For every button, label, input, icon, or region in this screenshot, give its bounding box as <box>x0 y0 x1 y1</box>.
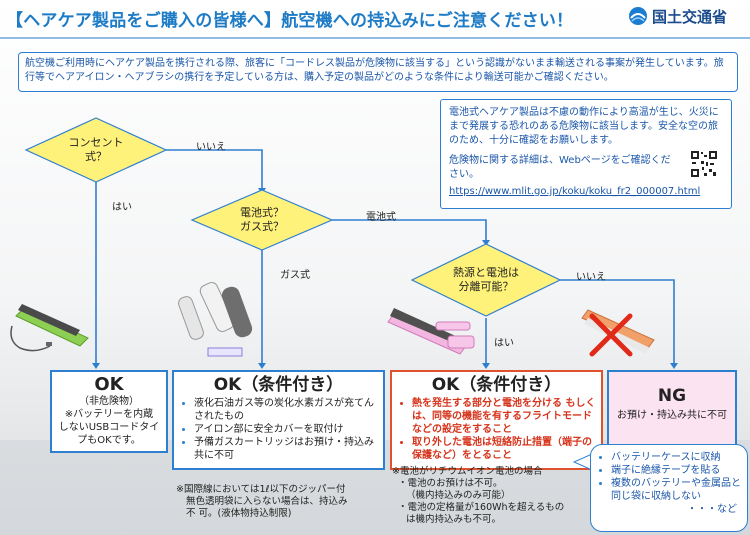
warning-link-text: 危険物に関する詳細は、Webページをご確認ください。 <box>449 155 671 180</box>
callout-item: バッテリーケースに収納 <box>611 451 743 464</box>
question-3-line2: 分離可能？ <box>458 280 514 293</box>
edge-q2-battery: 電池式 <box>366 212 396 223</box>
question-2-line1: 電池式？ <box>240 206 284 219</box>
battery-footnote-line: ・電池の定格量が160Whを超えるもの <box>398 502 565 513</box>
result-ok2-item: 液化石油ガス等の炭化水素ガスが充てんされたもの <box>194 397 379 423</box>
edge-q3-yes: はい <box>494 338 514 349</box>
gas-footnote-line: 不 可。(液体物持込制限) <box>186 508 292 519</box>
decision-diamond-q2 <box>190 189 334 251</box>
edge-q3-no: いいえ <box>576 272 606 283</box>
question-1-line1: コンセント <box>68 136 124 149</box>
question-3-line1: 熱源と電池は <box>453 266 519 279</box>
result-ok-non-dangerous: OK （非危険物） ※バッテリーを内蔵 しないUSBコードタイ プもOKです。 <box>50 370 168 453</box>
gas-footnote-line: ※国際線においては1ℓ以下のジッパー付 <box>176 484 346 495</box>
result-ok1-title: OK <box>94 374 124 395</box>
question-2: 電池式？ ガス式？ <box>222 206 302 234</box>
result-ok3-item: 熱を発生する部分と電池を分ける もしくは、同等の機能を有するフライトモードなどの… <box>412 397 597 436</box>
result-ok-conditional-gas: OK（条件付き） 液化石油ガス等の炭化水素ガスが充てんされたもの アイロン部に安… <box>172 370 385 470</box>
result-ok1-subtitle: （非危険物） <box>79 396 139 407</box>
edge-q2-gas: ガス式 <box>280 270 310 281</box>
result-ok2-item: アイロン部に安全カバーを取付け <box>194 423 379 436</box>
gas-footnote-line: 無色透明袋に入らない場合は、持込み <box>186 496 348 507</box>
result-ok2-item: 予備ガスカートリッジはお預け・持込み共に不可 <box>194 436 379 462</box>
warning-box: 電池式ヘアケア製品は不慮の動作により高温が生じ、火災にまで発展する恐れのある危険… <box>440 99 732 209</box>
intro-text: 航空機ご利用時にヘアケア製品を携行される際、旅客に「コードレス製品が危険物に該当… <box>25 58 724 83</box>
short-circuit-examples-callout: バッテリーケースに収納 端子に絶縁テープを貼る 複数のバッテリーや金属品と同じ袋… <box>590 444 748 532</box>
question-3: 熱源と電池は 分離可能？ <box>440 266 532 294</box>
ministry-logo-icon <box>629 7 647 25</box>
battery-footnote-line: （機内持込みのみ可能） <box>406 490 511 501</box>
result-ok-conditional-battery: OK（条件付き） 熱を発生する部分と電池を分ける もしくは、同等の機能を有するフ… <box>390 370 603 470</box>
gas-footnote: ※国際線においては1ℓ以下のジッパー付 無色透明袋に入らない場合は、持込み 不 … <box>176 484 386 520</box>
question-2-line2: ガス式？ <box>240 220 284 233</box>
result-ok1-note-3: プもOKです。 <box>77 435 141 446</box>
warning-url-link[interactable]: https://www.mlit.go.jp/koku/koku_fr2_000… <box>449 186 701 197</box>
battery-footnote-line: ※電池がリチウムイオン電池の場合 <box>392 466 543 477</box>
result-ng: NG お預け・持込み共に不可 <box>607 370 737 453</box>
question-1-line2: 式？ <box>85 150 107 163</box>
result-ok3-title: OK（条件付き） <box>431 375 562 395</box>
callout-item: 複数のバッテリーや金属品と同じ袋に収納しない <box>611 477 743 503</box>
ministry-name: 国土交通省 <box>652 8 728 26</box>
result-ok2-title: OK（条件付き） <box>213 375 344 395</box>
result-ng-title: NG <box>657 386 687 406</box>
battery-footnote-line: は機内持込みも不可。 <box>406 514 502 525</box>
warning-text: 電池式ヘアケア製品は不慮の動作により高温が生じ、火災にまで発展する恐れのある危険… <box>449 107 719 146</box>
question-1: コンセント 式？ <box>56 136 136 164</box>
edge-q1-yes: はい <box>112 202 132 213</box>
result-ng-subtitle: お預け・持込み共に不可 <box>617 410 727 421</box>
ng-hair-iron-icon <box>581 309 655 357</box>
intro-box: 航空機ご利用時にヘアケア製品を携行される際、旅客に「コードレス製品が危険物に該当… <box>18 52 738 92</box>
decision-diamond-q1 <box>24 117 168 183</box>
gas-hair-iron-icon <box>178 282 253 357</box>
callout-tail: ・・・など <box>687 504 737 515</box>
callout-item: 端子に絶縁テープを貼る <box>611 464 743 477</box>
result-ok1-note-1: ※バッテリーを内蔵 <box>64 409 154 420</box>
page-title: 【ヘアケア製品をご購入の皆様へ】航空機への持込みにご注意ください！ <box>6 11 574 31</box>
battery-hair-iron-icon <box>387 308 475 355</box>
edge-q1-no: いいえ <box>196 142 226 153</box>
corded-hair-iron-icon <box>10 304 89 352</box>
qr-code-icon[interactable] <box>690 150 718 178</box>
battery-footnote-line: ・電池のお預けは不可。 <box>398 478 503 489</box>
battery-footnote: ※電池がリチウムイオン電池の場合 ・電池のお預けは不可。 （機内持込みのみ可能）… <box>392 466 592 526</box>
result-ok1-note-2: しないUSBコードタイ <box>58 422 160 433</box>
decision-diamond-q3 <box>410 243 562 317</box>
result-ok3-item: 取り外した電池は短絡防止措置（端子の保護など）をとること <box>412 436 597 462</box>
